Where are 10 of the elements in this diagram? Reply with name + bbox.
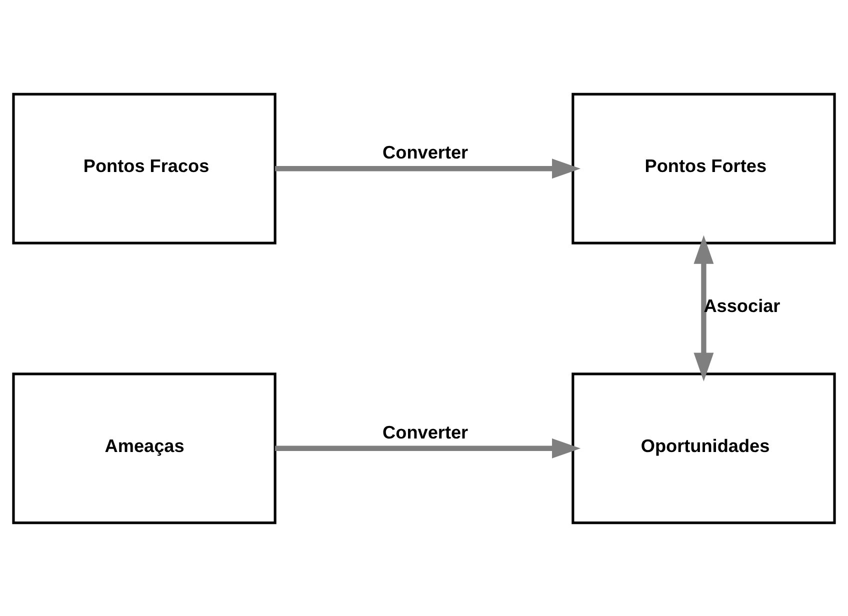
arrow <box>694 234 714 381</box>
edge-label: Converter <box>382 422 468 442</box>
edge-label: Converter <box>382 142 468 162</box>
node-box: Pontos Fortes <box>572 92 836 244</box>
arrow <box>275 158 581 178</box>
arrow <box>275 438 581 458</box>
edge-label: Associar <box>704 295 780 316</box>
node-box: Pontos Fracos <box>12 92 276 244</box>
node-box: Ameaças <box>12 372 276 524</box>
node-box: Oportunidades <box>572 372 836 524</box>
